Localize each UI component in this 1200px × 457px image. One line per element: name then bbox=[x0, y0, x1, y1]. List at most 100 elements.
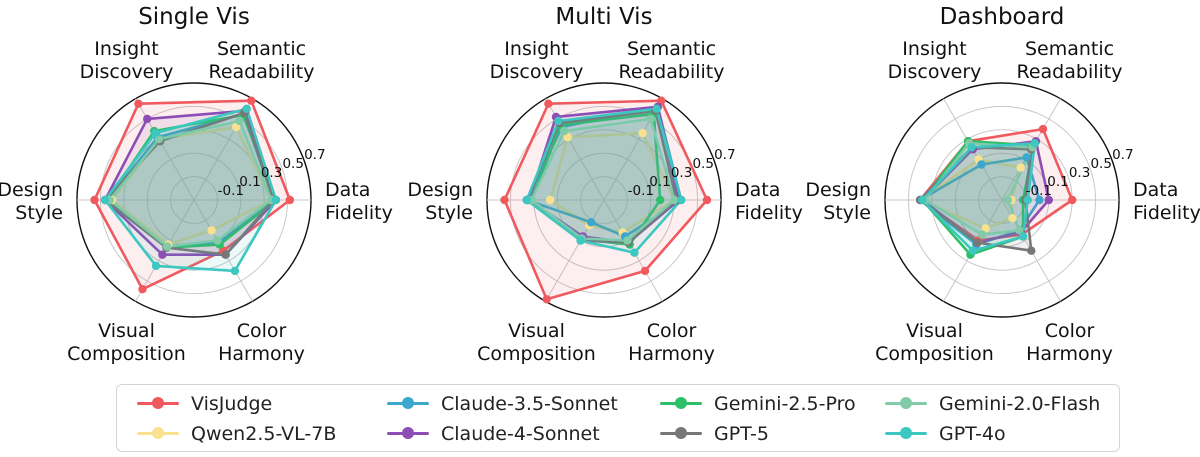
data-point-gemini-2-0-flash bbox=[560, 126, 569, 136]
legend-item-claude-3-5-sonnet: Claude-3.5-Sonnet bbox=[387, 390, 618, 418]
legend-swatch-dot bbox=[675, 427, 687, 439]
axis-label-line: Harmony bbox=[218, 343, 305, 365]
data-point-visjudge bbox=[702, 195, 712, 205]
axis-label-line: Style bbox=[15, 202, 63, 224]
data-point-visjudge bbox=[542, 295, 551, 304]
chart-title: Dashboard bbox=[940, 4, 1065, 30]
axis-label-line: Color bbox=[237, 320, 287, 342]
tick-label: 0.1 bbox=[239, 174, 260, 190]
tick-label: 0.5 bbox=[282, 156, 303, 172]
axis-label-line: Discovery bbox=[490, 61, 584, 83]
legend-label: Gemini-2.0-Flash bbox=[939, 393, 1101, 415]
data-point-gpt-4o bbox=[554, 116, 563, 126]
chart-title: Multi Vis bbox=[555, 4, 652, 30]
legend-item-gemini-2-0-flash: Gemini-2.0-Flash bbox=[885, 390, 1100, 418]
legend-swatch-gpt-4o bbox=[885, 420, 927, 448]
axis-label-line: Visual bbox=[906, 320, 963, 342]
data-point-visjudge bbox=[285, 195, 295, 205]
legend-item-claude-4-sonnet: Claude-4-Sonnet bbox=[387, 420, 600, 448]
data-point-visjudge bbox=[1038, 124, 1048, 134]
data-point-visjudge bbox=[640, 266, 650, 276]
data-point-claude-3-5-sonnet bbox=[1035, 195, 1044, 205]
axis-label-line: Harmony bbox=[1026, 343, 1113, 365]
axis-label-line: Visual bbox=[98, 320, 155, 342]
data-point-gemini-2-0-flash bbox=[1015, 226, 1024, 235]
legend-item-gpt-5: GPT-5 bbox=[660, 420, 769, 448]
data-point-qwen2-5-vl-7b bbox=[1008, 214, 1017, 223]
axis-label-line: Color bbox=[1045, 320, 1095, 342]
axis-label-line: Composition bbox=[477, 343, 596, 365]
legend-label: Gemini-2.5-Pro bbox=[714, 393, 856, 415]
data-point-gemini-2-0-flash bbox=[162, 242, 172, 251]
data-point-visjudge bbox=[138, 285, 147, 294]
legend-swatch-dot bbox=[152, 397, 164, 409]
data-point-visjudge bbox=[90, 195, 99, 205]
legend-label: GPT-5 bbox=[714, 423, 769, 445]
data-point-gpt-5 bbox=[221, 250, 230, 259]
legend-item-gpt-4o: GPT-4o bbox=[885, 420, 1006, 448]
data-point-gpt-4o bbox=[630, 248, 639, 257]
legend-label: Claude-3.5-Sonnet bbox=[441, 393, 618, 415]
axis-label-line: Insight bbox=[94, 38, 158, 60]
tick-label: 0.7 bbox=[304, 147, 325, 163]
legend-label: GPT-4o bbox=[939, 423, 1006, 445]
data-point-gpt-4o bbox=[271, 195, 281, 205]
chart-title: Single Vis bbox=[138, 4, 250, 30]
axis-label-line: Design bbox=[0, 179, 63, 201]
axis-label-line: Discovery bbox=[888, 61, 982, 83]
axis-label-line: Fidelity bbox=[1133, 202, 1200, 224]
data-point-gpt-4o bbox=[968, 246, 977, 255]
axis-label-line: Fidelity bbox=[735, 202, 803, 224]
axis-label-line: Composition bbox=[67, 343, 186, 365]
tick-label: 0.7 bbox=[714, 147, 735, 163]
legend-label: VisJudge bbox=[191, 393, 273, 415]
data-point-visjudge bbox=[1068, 195, 1077, 205]
axis-label-line: Semantic bbox=[627, 38, 716, 60]
legend-swatch-gpt-5 bbox=[660, 420, 702, 448]
legend-swatch-dot bbox=[900, 427, 912, 439]
data-point-qwen2-5-vl-7b bbox=[981, 224, 990, 233]
data-point-claude-3-5-sonnet bbox=[977, 160, 986, 169]
data-point-gemini-2-0-flash bbox=[1003, 195, 1013, 205]
legend-swatch-qwen2-5-vl-7b bbox=[137, 420, 179, 448]
axis-label-line: Composition bbox=[875, 343, 994, 365]
data-point-visjudge bbox=[134, 99, 143, 108]
legend-swatch-claude-3-5-sonnet bbox=[387, 390, 429, 418]
tick-label: -0.1 bbox=[218, 183, 244, 199]
data-point-gemini-2-0-flash bbox=[235, 116, 244, 126]
legend-swatch-gemini-2-0-flash bbox=[885, 390, 927, 418]
axis-label-line: Readability bbox=[1017, 61, 1123, 83]
legend-swatch-claude-4-sonnet bbox=[387, 420, 429, 448]
data-point-gemini-2-0-flash bbox=[646, 114, 655, 124]
axis-label-line: Data bbox=[735, 179, 780, 201]
data-point-gemini-2-5-pro bbox=[656, 195, 665, 205]
tick-label: 0.5 bbox=[1090, 156, 1111, 172]
data-point-visjudge bbox=[544, 99, 553, 108]
axis-label-line: Design bbox=[805, 179, 871, 201]
tick-label: 0.3 bbox=[1069, 165, 1090, 181]
legend: VisJudge Claude-3.5-Sonnet Gemini-2.5-Pr… bbox=[116, 384, 1120, 452]
data-point-visjudge bbox=[500, 195, 509, 205]
data-point-gpt-4o bbox=[522, 195, 531, 205]
axis-label-line: Visual bbox=[508, 320, 565, 342]
axis-label-line: Style bbox=[425, 202, 473, 224]
axis-label-line: Style bbox=[823, 202, 871, 224]
data-point-qwen2-5-vl-7b bbox=[638, 128, 647, 138]
tick-label: 0.7 bbox=[1112, 147, 1133, 163]
data-point-visjudge bbox=[657, 96, 666, 105]
data-point-gemini-2-0-flash bbox=[154, 135, 164, 144]
data-point-qwen2-5-vl-7b bbox=[546, 195, 555, 205]
data-point-claude-4-sonnet bbox=[1044, 195, 1054, 205]
